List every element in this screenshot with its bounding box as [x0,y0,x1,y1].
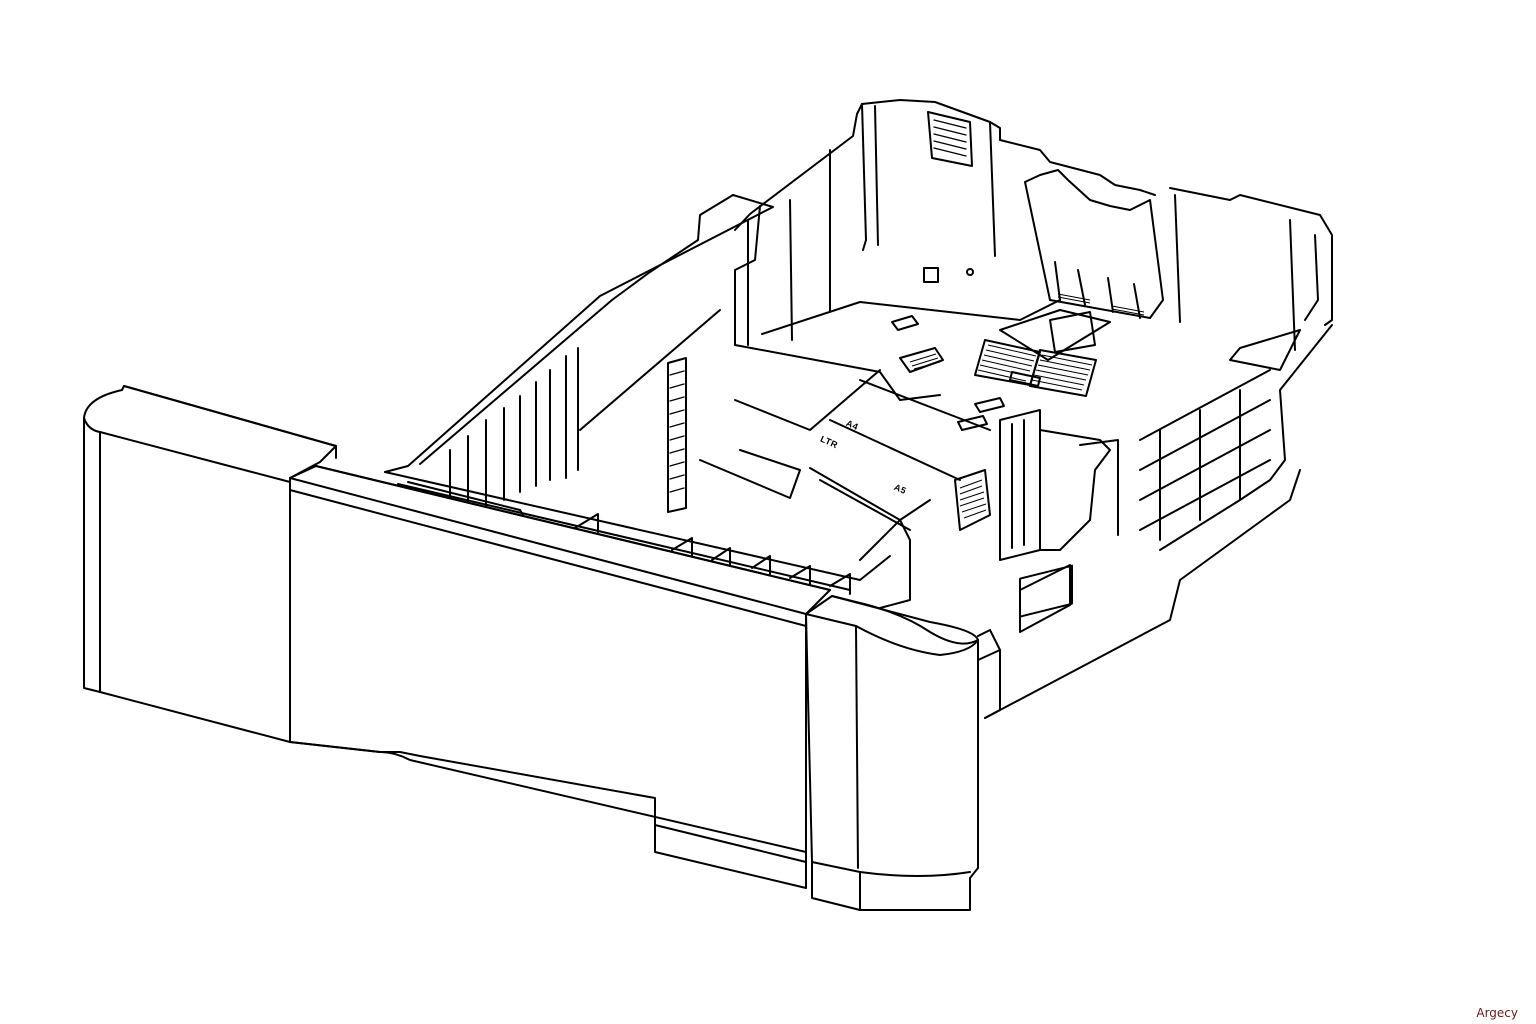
watermark: Argecy [1476,1006,1518,1020]
right-base [977,469,1301,719]
rear-wall [734,99,1156,257]
length-guide [974,309,1111,397]
toothed-guide [667,357,687,513]
side-guide [954,409,1119,618]
tray-floor [699,267,1061,531]
right-side-wall [1139,187,1333,551]
front-panel [83,385,979,911]
rear-flap [1024,169,1164,319]
